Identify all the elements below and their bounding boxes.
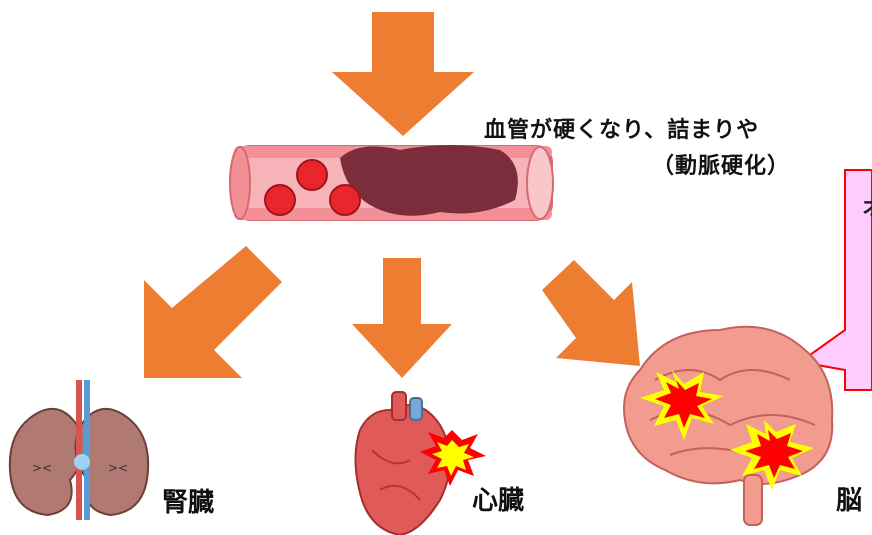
- brain-icon: [624, 327, 832, 525]
- right-diagonal-arrow-icon: [542, 260, 640, 366]
- blood-vessel-icon: [230, 145, 553, 220]
- kidneys-icon: >< ><: [10, 380, 148, 520]
- kidney-label: 腎臓: [162, 482, 214, 519]
- svg-text:><: ><: [32, 461, 52, 475]
- heart-label: 心臓: [472, 480, 524, 517]
- left-diagonal-arrow-icon: [144, 246, 282, 378]
- callout-text: オ: [862, 190, 872, 222]
- brain-label: 脳: [836, 480, 862, 517]
- sub-caption: （動脈硬化）: [652, 148, 790, 180]
- top-down-arrow-icon: [332, 12, 474, 136]
- center-down-arrow-icon: [352, 258, 452, 378]
- main-caption: 血管が硬くなり、詰まりや: [484, 112, 759, 144]
- svg-text:><: ><: [108, 461, 128, 475]
